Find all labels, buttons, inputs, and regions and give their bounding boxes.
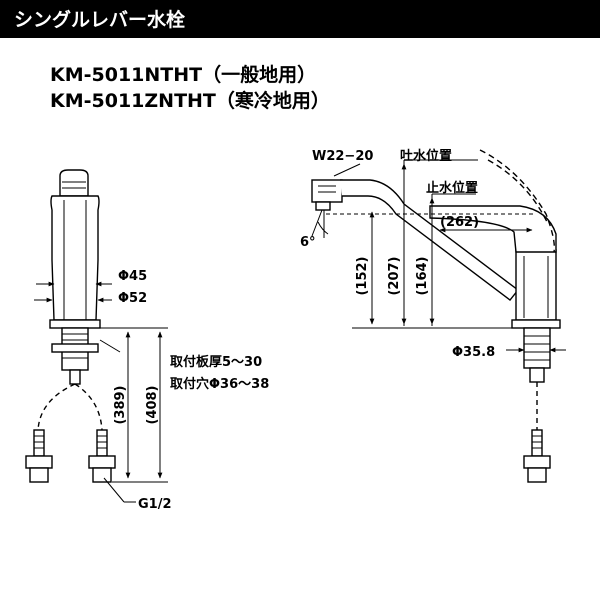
side-dimensions bbox=[311, 159, 566, 353]
front-lever bbox=[59, 169, 89, 197]
model-name-general: KM-5011NTHT（一般地用） bbox=[50, 64, 317, 86]
lever-open bbox=[479, 149, 556, 253]
lever-closed bbox=[429, 205, 557, 253]
front-body bbox=[50, 195, 100, 321]
front-dimensions bbox=[34, 281, 168, 503]
dim-408-label: (408) bbox=[145, 385, 160, 424]
note-mounting-hole: 取付穴Φ36～38 bbox=[170, 376, 269, 392]
stop-position-label: 止水位置 bbox=[426, 180, 478, 196]
dim-262-label: (262) bbox=[440, 215, 479, 230]
thread-spec-label: W22−20 bbox=[312, 149, 373, 164]
dim-phi45-label: Φ45 bbox=[118, 269, 147, 284]
page-title: シングルレバー水栓 bbox=[14, 9, 186, 31]
spout-arm bbox=[340, 179, 519, 301]
dim-phi52-label: Φ52 bbox=[118, 291, 147, 306]
dim-389-label: (389) bbox=[113, 385, 128, 424]
spout-tip bbox=[311, 179, 343, 203]
header-bar bbox=[0, 0, 600, 38]
front-hose-left bbox=[37, 383, 76, 431]
front-base bbox=[49, 319, 101, 329]
front-hose-right bbox=[74, 383, 103, 431]
angle-label: 6° bbox=[300, 235, 316, 250]
front-connector-left bbox=[25, 429, 53, 483]
spout-position-label: 吐水位置 bbox=[400, 148, 452, 164]
side-view bbox=[311, 149, 561, 483]
thread-size-label: G1/2 bbox=[138, 497, 172, 512]
dim-164-label: (164) bbox=[415, 256, 430, 295]
dim-152-label: (152) bbox=[355, 256, 370, 295]
front-view bbox=[25, 169, 116, 483]
note-plate-thickness: 取付板厚5～30 bbox=[170, 354, 262, 370]
dim-207-label: (207) bbox=[387, 256, 402, 295]
dim-phi35-8-label: Φ35.8 bbox=[452, 345, 495, 360]
model-name-cold-region: KM-5011ZNTHT（寒冷地用） bbox=[50, 90, 330, 112]
front-connector-right bbox=[88, 429, 116, 483]
side-body bbox=[515, 249, 557, 321]
